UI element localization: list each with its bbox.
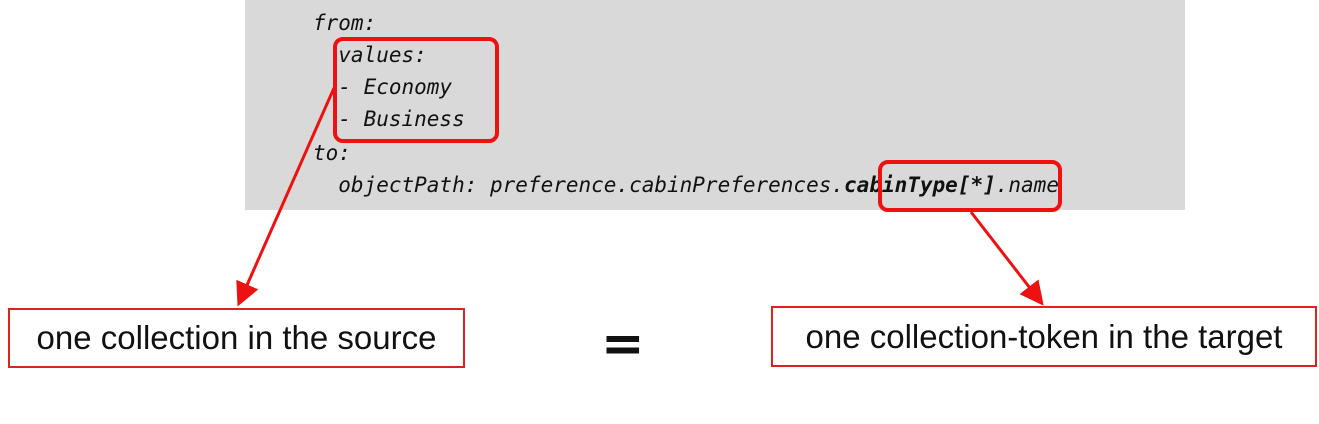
collection-token: cabinType[*] (844, 173, 996, 197)
object-path-suffix: .name (995, 173, 1059, 197)
source-label: one collection in the source (36, 319, 437, 356)
code-line-from: from: (313, 11, 377, 35)
source-arrow (236, 87, 336, 307)
source-collection-highlight (333, 37, 499, 143)
code-line-values: values: (313, 43, 427, 67)
code-snippet: from: values: - Economy - Business to: o… (245, 0, 1185, 210)
target-arrow (969, 211, 1044, 306)
equals-sign: = (601, 314, 645, 374)
target-label-box: one collection-token in the target (771, 306, 1317, 367)
code-line-objectpath: objectPath: preference.cabinPreferences.… (313, 172, 1059, 198)
object-path-prefix: objectPath: preference.cabinPreferences (313, 173, 832, 197)
code-line-to: to: (313, 141, 351, 165)
code-line-economy: - Economy (313, 75, 453, 99)
target-token-highlight (878, 160, 1062, 212)
target-label: one collection-token in the target (805, 317, 1283, 355)
source-label-box: one collection in the source (8, 308, 465, 368)
code-line-business: - Business (313, 107, 465, 131)
object-path-dot: . (831, 173, 845, 197)
